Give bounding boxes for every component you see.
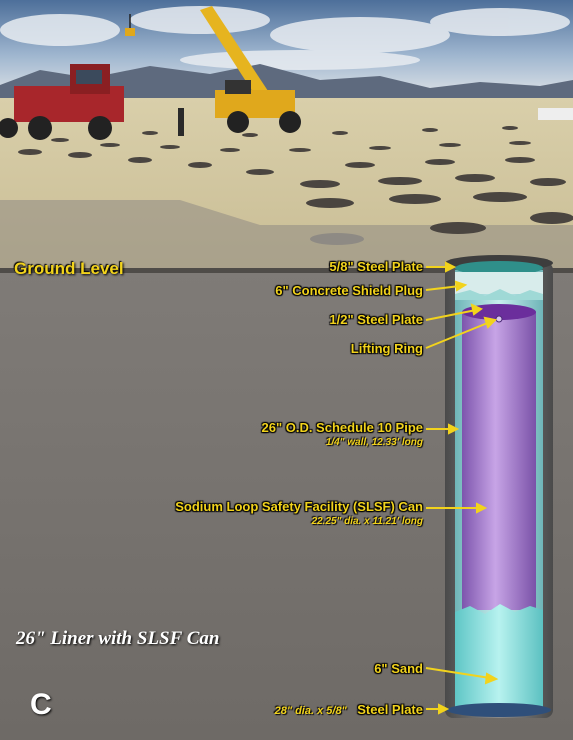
concrete-plug — [455, 272, 543, 294]
slsf-can-sublabel: 22.25" dia. x 11.21' long — [311, 516, 423, 527]
sand-label: 6" Sand — [374, 661, 423, 676]
bottom-plate-dims: 28" dia. x 5/8" — [274, 705, 347, 717]
bottom-steel-plate — [447, 703, 551, 717]
slsf-can — [462, 312, 536, 610]
pipe-label: 26" O.D. Schedule 10 Pipe — [261, 420, 423, 435]
top-steel-plate — [455, 261, 543, 275]
person — [178, 108, 184, 136]
bottom-plate-label: 28" dia. x 5/8" Steel Plate — [275, 701, 423, 719]
crane — [125, 6, 301, 133]
ground-level-label: Ground Level — [14, 259, 124, 278]
panel-letter: C — [30, 688, 52, 721]
pipe-sublabel: 1/4" wall, 12.33' long — [325, 437, 423, 448]
shadow — [0, 200, 573, 270]
truck — [0, 64, 124, 140]
ground-level-line — [0, 268, 573, 273]
slsf-can-label: Sodium Loop Safety Facility (SLSF) Can — [175, 499, 423, 514]
well-caps — [18, 126, 573, 245]
mountains — [0, 64, 573, 100]
lifting-ring-label: Lifting Ring — [350, 341, 423, 356]
concrete-plug-edge — [455, 289, 543, 300]
figure-caption: 26" Liner with SLSF Can — [16, 628, 220, 649]
half-steel-plate-label: 1/2" Steel Plate — [329, 312, 423, 327]
bottom-plate-text: Steel Plate — [357, 702, 423, 717]
steel-plate-top-label: 5/8" Steel Plate — [329, 259, 423, 274]
pickup — [538, 108, 573, 120]
concrete-plug-label: 6" Concrete Shield Plug — [275, 283, 423, 298]
sand — [455, 604, 543, 708]
lifting-ring — [495, 315, 503, 323]
leader-arrows — [425, 261, 499, 715]
